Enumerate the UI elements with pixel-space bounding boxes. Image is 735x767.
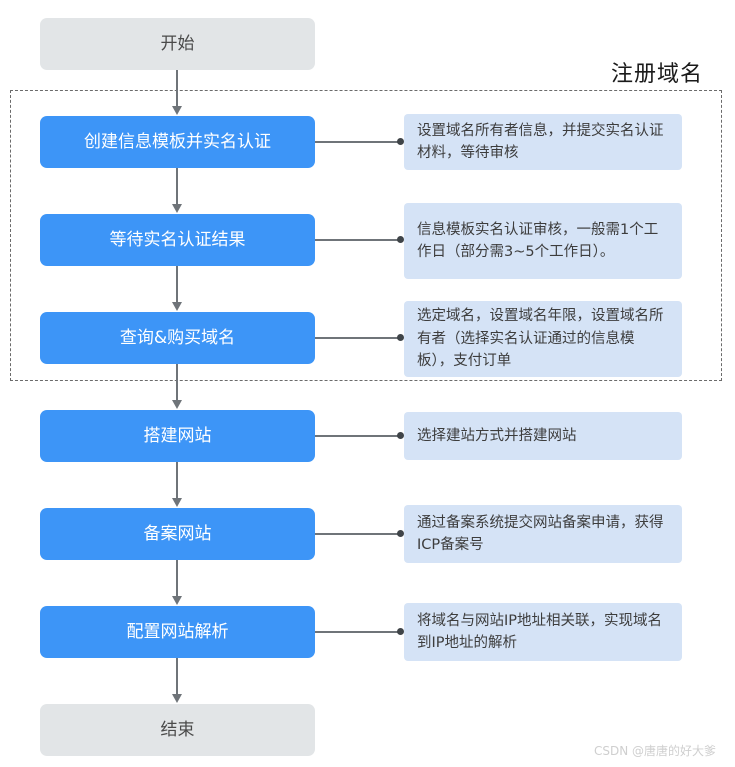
arrow-head-step2-to-step3 — [172, 302, 182, 311]
flow-arrow-step4-to-step5 — [176, 462, 178, 499]
arrow-head-step5-to-step6 — [172, 596, 182, 605]
note-connector-dot-step6 — [397, 628, 404, 635]
note-connector-dot-step4 — [397, 432, 404, 439]
note-create-template-verify: 设置域名所有者信息，并提交实名认证材料，等待审核 — [404, 114, 682, 170]
flow-arrow-start-to-step1 — [176, 70, 178, 107]
note-connector-step1 — [315, 141, 399, 143]
note-connector-step2 — [315, 239, 399, 241]
node-end[interactable]: 结束 — [40, 704, 315, 756]
note-connector-step6 — [315, 631, 399, 633]
arrow-head-step1-to-step2 — [172, 204, 182, 213]
flow-arrow-step6-to-end — [176, 658, 178, 695]
note-query-purchase-domain: 选定域名，设置域名年限，设置域名所有者（选择实名认证通过的信息模板），支付订单 — [404, 301, 682, 377]
note-wait-verification-result: 信息模板实名认证审核，一般需1个工作日（部分需3~5个工作日）。 — [404, 203, 682, 279]
node-start[interactable]: 开始 — [40, 18, 315, 70]
group-title-register-domain: 注册域名 — [611, 62, 704, 87]
node-register-icp[interactable]: 备案网站 — [40, 508, 315, 560]
node-create-template-verify[interactable]: 创建信息模板并实名认证 — [40, 116, 315, 168]
arrow-head-step6-to-end — [172, 694, 182, 703]
note-connector-dot-step3 — [397, 334, 404, 341]
note-connector-dot-step2 — [397, 236, 404, 243]
note-connector-dot-step1 — [397, 138, 404, 145]
note-build-website: 选择建站方式并搭建网站 — [404, 412, 682, 460]
flow-arrow-step2-to-step3 — [176, 266, 178, 303]
node-query-purchase-domain[interactable]: 查询&购买域名 — [40, 312, 315, 364]
node-wait-verification-result[interactable]: 等待实名认证结果 — [40, 214, 315, 266]
arrow-head-start-to-step1 — [172, 106, 182, 115]
arrow-head-step3-to-step4 — [172, 400, 182, 409]
note-connector-dot-step5 — [397, 530, 404, 537]
node-build-website[interactable]: 搭建网站 — [40, 410, 315, 462]
flow-arrow-step1-to-step2 — [176, 168, 178, 205]
group-region-register-domain — [10, 90, 722, 381]
watermark-credit: CSDN @唐唐的好大爹 — [594, 744, 717, 758]
flow-arrow-step5-to-step6 — [176, 560, 178, 597]
arrow-head-step4-to-step5 — [172, 498, 182, 507]
flow-arrow-step3-to-step4 — [176, 364, 178, 401]
note-connector-step5 — [315, 533, 399, 535]
note-connector-step3 — [315, 337, 399, 339]
node-configure-dns[interactable]: 配置网站解析 — [40, 606, 315, 658]
note-register-icp: 通过备案系统提交网站备案申请，获得ICP备案号 — [404, 505, 682, 563]
note-connector-step4 — [315, 435, 399, 437]
note-configure-dns: 将域名与网站IP地址相关联，实现域名到IP地址的解析 — [404, 603, 682, 661]
